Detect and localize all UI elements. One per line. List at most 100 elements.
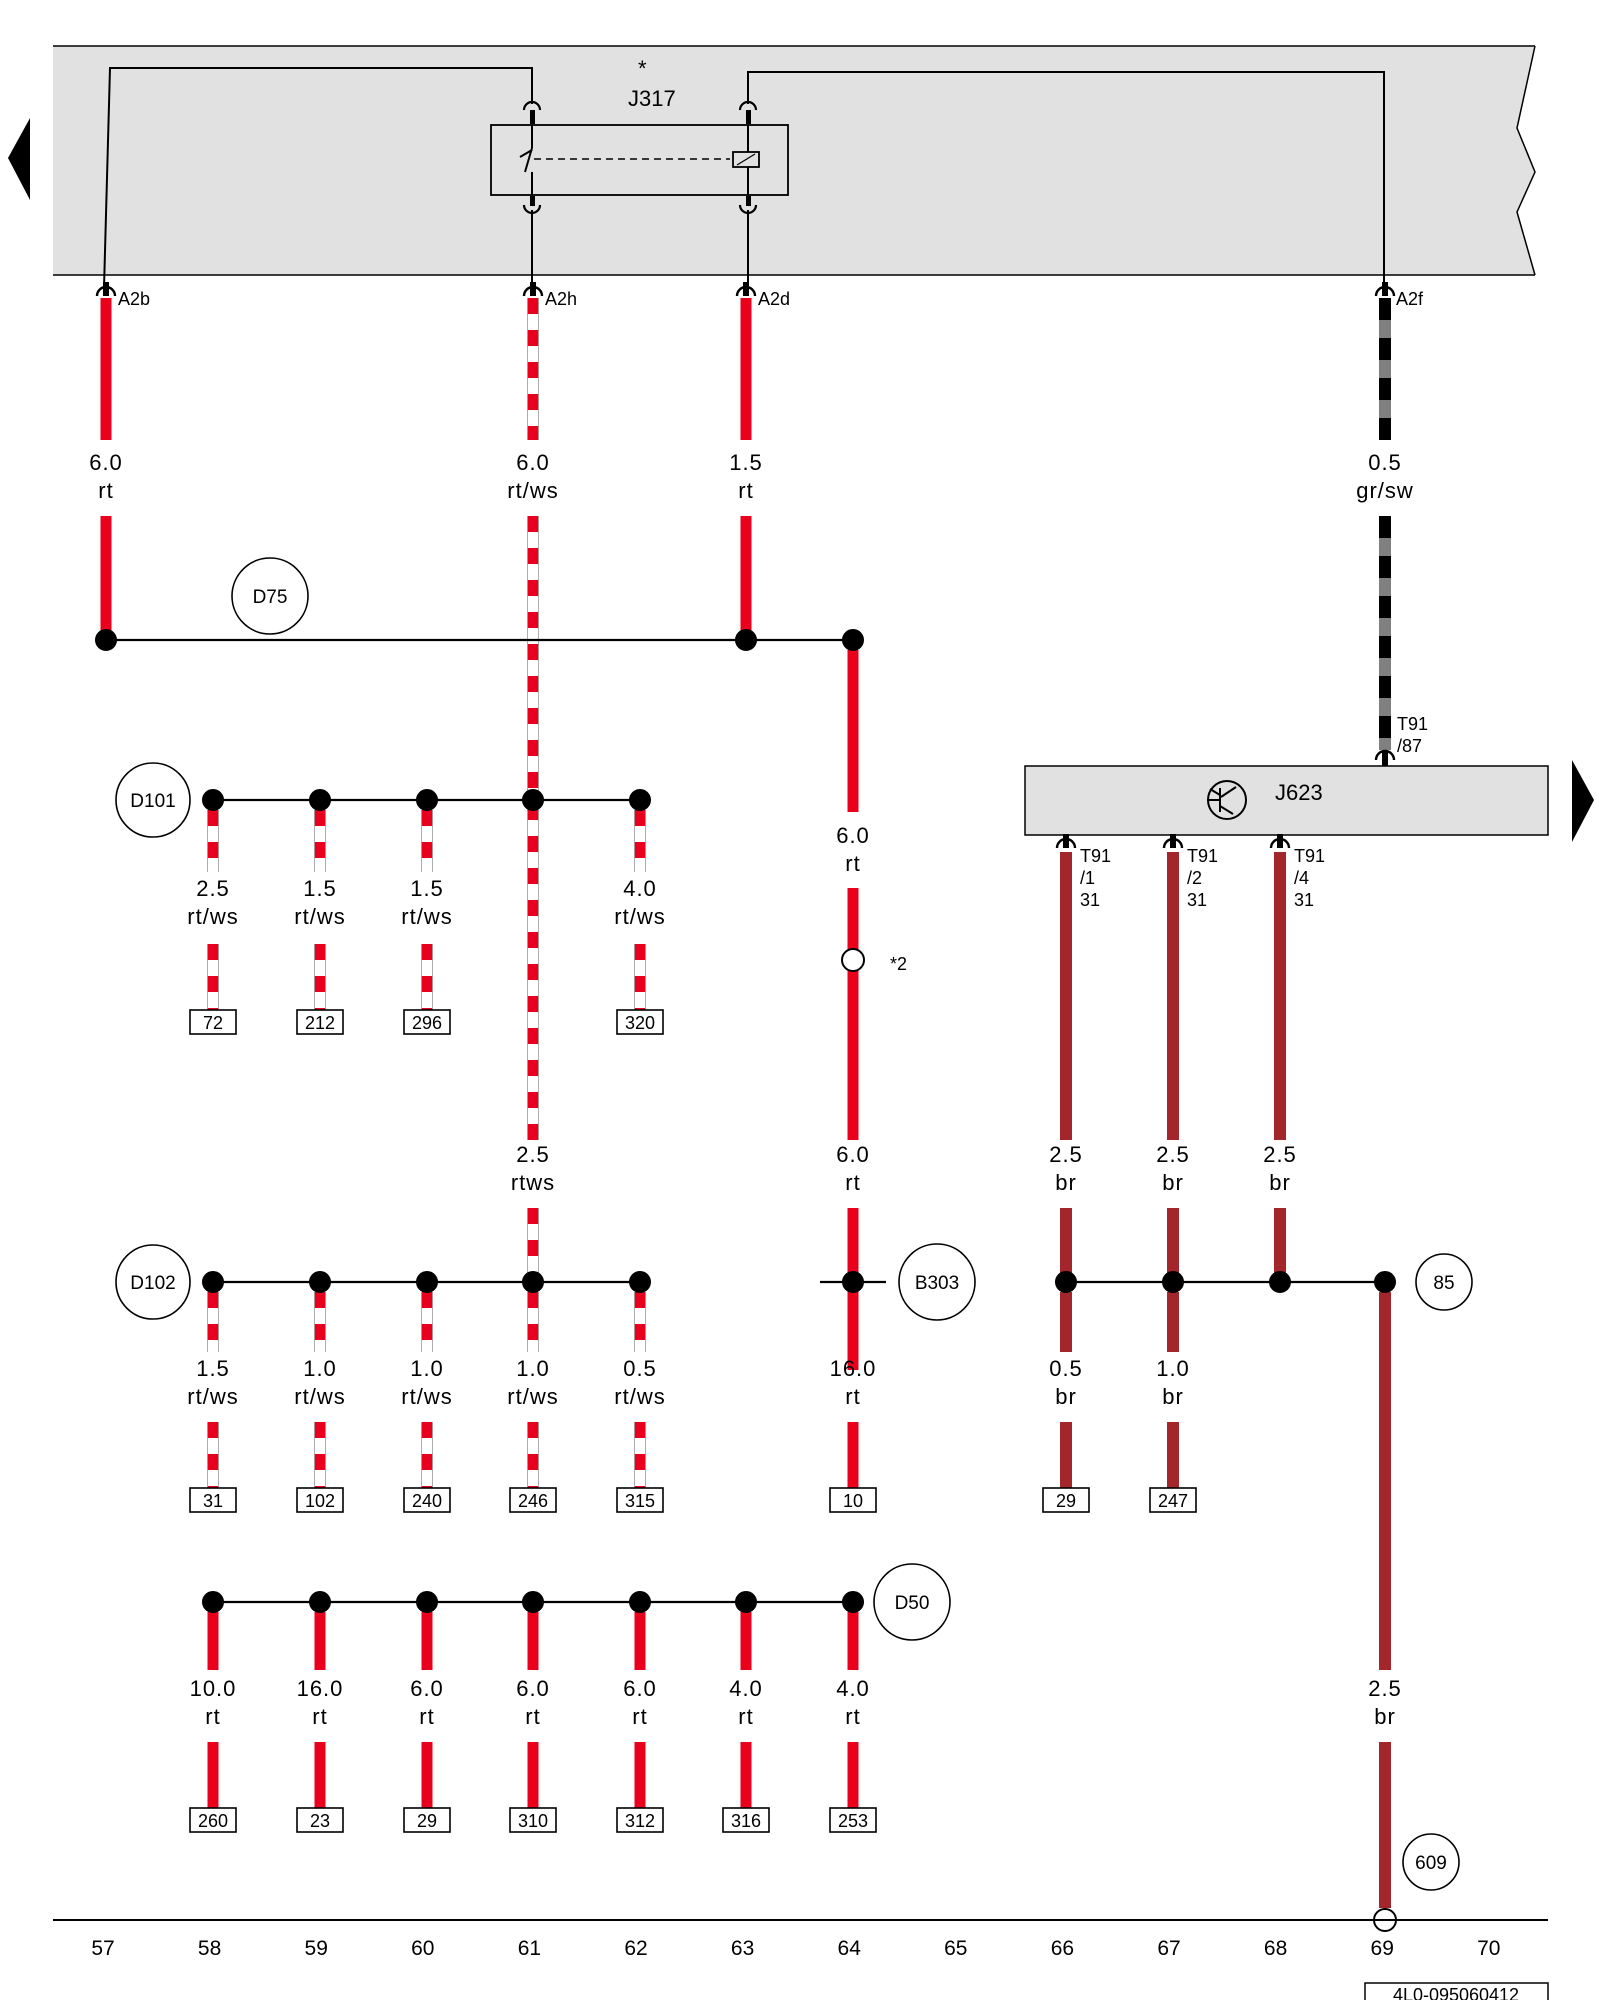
circle-d102-text: D102: [130, 1273, 175, 1294]
wire-layer: [100, 298, 1391, 1908]
wire-61-upper: [527, 298, 539, 440]
terminal-d50-6: [829, 1807, 877, 1833]
junction-d101-2: [416, 789, 438, 811]
wire-d102-2-label-color: rt/ws: [401, 1384, 452, 1409]
column-61: 61: [518, 1937, 541, 1960]
terminal-d101-0: [189, 1009, 237, 1035]
wire-d102-1-label-size: 1.0: [303, 1356, 337, 1381]
wire-d50-0-label-size: 10.0: [190, 1676, 237, 1701]
wire-d102-0-lower: [207, 1422, 219, 1488]
junction-d75-63: [735, 629, 757, 651]
terminal-85-1-text: 247: [1158, 1491, 1188, 1511]
wire-69-ground-label-color: br: [1374, 1704, 1396, 1729]
terminal-d101-3-text: 320: [625, 1013, 655, 1033]
junction-d75-64: [842, 629, 864, 651]
wire-d101-0-lower: [207, 944, 219, 1010]
terminal-d101-2-text: 296: [412, 1013, 442, 1033]
junction-85-1: [1162, 1271, 1184, 1293]
wire-63-label-size: 1.5: [729, 450, 763, 475]
wire-d101-1-label-size: 1.5: [303, 876, 337, 901]
connector-a2b: [95, 282, 117, 297]
wire-d102-4-upper: [634, 1292, 646, 1352]
wire-64-mid-label-color: rt: [845, 851, 860, 876]
terminal-d50-3-text: 310: [518, 1811, 548, 1831]
terminal-d50-3: [509, 1807, 557, 1833]
column-65: 65: [944, 1937, 967, 1960]
column-67: 67: [1157, 1937, 1180, 1960]
junction-d50-4: [629, 1591, 651, 1613]
wire-b303-label-size: 16.0: [830, 1356, 877, 1381]
pin-a2b-label: A2b: [118, 289, 150, 309]
wire-64-low-label-color: rt: [845, 1170, 860, 1195]
terminal-d101-3: [616, 1009, 664, 1035]
column-70: 70: [1477, 1937, 1500, 1960]
column-63: 63: [731, 1937, 754, 1960]
wire-85-1-label-color: br: [1162, 1384, 1184, 1409]
junction-d101-1: [309, 789, 331, 811]
junction-d50-2: [416, 1591, 438, 1613]
terminal-d50-0: [189, 1807, 237, 1833]
pin-a2f-label: A2f: [1396, 289, 1424, 309]
j317-internal-connectors: [522, 100, 758, 215]
junction-d50-3: [522, 1591, 544, 1613]
terminal-d50-2: [403, 1807, 451, 1833]
wire-d50-4-label-color: rt: [632, 1704, 647, 1729]
column-57: 57: [91, 1937, 114, 1960]
reference-box: [1364, 1982, 1549, 2000]
terminal-d102-0: [189, 1487, 237, 1513]
wire-d102-4-label-color: rt/ws: [614, 1384, 665, 1409]
junction-d50-6: [842, 1591, 864, 1613]
wire-61-low-label-size: 2.5: [516, 1142, 550, 1167]
wire-63-label-color: rt: [738, 478, 753, 503]
connector-a2h: [522, 282, 544, 297]
wire-d50-4-label-size: 6.0: [623, 1676, 657, 1701]
pin-t91-out-1-a: T91: [1187, 846, 1218, 866]
circle-85-text: 85: [1433, 1273, 1454, 1294]
pin-t91-87-label-a: T91: [1397, 714, 1428, 734]
connector-a2f-stub: [1382, 282, 1388, 296]
pin-t91-out-0-b: /1: [1080, 868, 1095, 888]
junction-85-3: [1374, 1271, 1396, 1293]
terminal-85-1: [1149, 1487, 1197, 1513]
wire-d101-2-lower: [421, 944, 433, 1010]
previous-page-arrow-icon[interactable]: [8, 118, 30, 200]
column-64: 64: [838, 1937, 862, 1960]
connector-t91-2-stub: [1277, 834, 1283, 848]
pin-t91-out-0-c: 31: [1080, 890, 1100, 910]
wire-br-2-label-size: 2.5: [1263, 1142, 1297, 1167]
pin-t91-out-0-a: T91: [1080, 846, 1111, 866]
wire-57-label-size: 6.0: [89, 450, 123, 475]
pin-a2h-label: A2h: [545, 289, 577, 309]
circle-d75-text: D75: [253, 587, 288, 608]
terminal-d101-2: [403, 1009, 451, 1035]
wire-61-label-size: 6.0: [516, 450, 550, 475]
wire-69-label-color: gr/sw: [1356, 478, 1414, 503]
terminal-d50-5-text: 316: [731, 1811, 761, 1831]
connector-a2f: [1374, 282, 1396, 297]
wire-57-label-color: rt: [98, 478, 113, 503]
wire-br-1-label-size: 2.5: [1156, 1142, 1190, 1167]
wire-d102-3-label-size: 1.0: [516, 1356, 550, 1381]
circle-609: [1402, 1833, 1460, 1891]
terminal-d50-5: [722, 1807, 770, 1833]
circle-d50-text: D50: [895, 1593, 930, 1614]
junction-d50-1: [309, 1591, 331, 1613]
wire-d102-1-lower: [314, 1422, 326, 1488]
wire-64-mid-label-size: 6.0: [836, 823, 870, 848]
connector-t91-0: [1055, 834, 1077, 849]
wire-d101-2-upper: [421, 810, 433, 872]
wire-d50-1-label-size: 16.0: [297, 1676, 344, 1701]
wire-d101-0-label-color: rt/ws: [187, 904, 238, 929]
wire-d102-2-upper: [421, 1292, 433, 1352]
wire-d101-3-lower: [634, 944, 646, 1010]
j317-star: *: [638, 56, 647, 81]
next-page-arrow-icon[interactable]: [1572, 760, 1594, 842]
junction-d75-57: [95, 629, 117, 651]
wire-d50-5-label-color: rt: [738, 1704, 753, 1729]
wire-d101-3-label-color: rt/ws: [614, 904, 665, 929]
wire-br-0-label-color: br: [1055, 1170, 1077, 1195]
wire-d50-6-label-size: 4.0: [836, 1676, 870, 1701]
wire-d102-2-label-size: 1.0: [410, 1356, 444, 1381]
connector-a2h-stub: [530, 282, 536, 296]
